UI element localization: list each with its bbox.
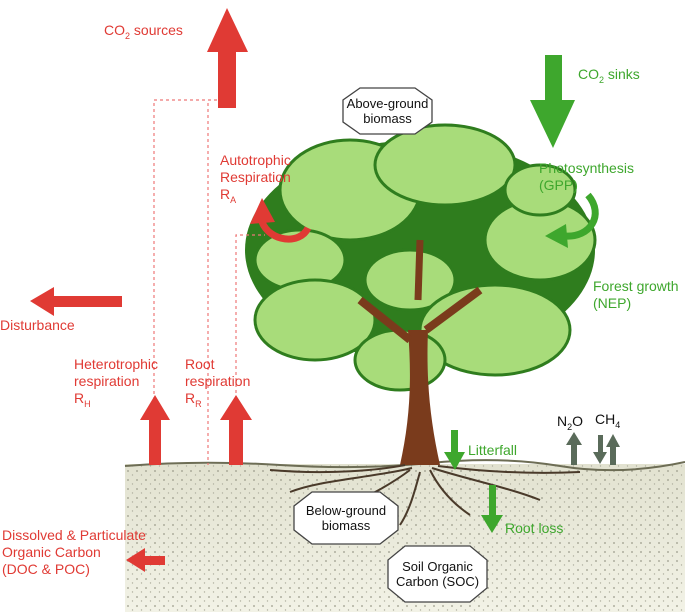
ch4-label: CH4 — [595, 411, 621, 430]
root-loss-arrow — [481, 485, 503, 533]
litterfall-label: Litterfall — [468, 442, 518, 458]
litterfall-arrow — [444, 430, 465, 470]
root-respiration-arrow — [220, 395, 252, 465]
ch4-arrows — [593, 434, 620, 465]
n2o-label: N2O — [557, 413, 584, 432]
photosynthesis-label: Photosynthesis(GPP) — [539, 160, 634, 193]
photosynthesis-arrow — [545, 192, 599, 248]
tree-trunk — [357, 239, 483, 465]
co2-sinks-arrow — [530, 55, 575, 148]
below-ground-octagon — [293, 491, 399, 545]
disturbance-label: Disturbance — [0, 317, 75, 333]
soc-octagon — [387, 545, 488, 603]
dashed-connectors — [153, 99, 265, 465]
tree-roots — [269, 464, 581, 526]
co2-sources-arrow — [207, 8, 248, 108]
disturbance-arrow — [30, 287, 122, 316]
above-ground-octagon — [342, 87, 433, 135]
heterotrophic-arrow — [140, 395, 170, 465]
soil-layer — [124, 459, 685, 612]
root-loss-label: Root loss — [505, 520, 564, 536]
co2-sources-label: CO2 sources — [104, 22, 183, 41]
n2o-arrow — [566, 432, 582, 465]
co2-sinks-label: CO2 sinks — [578, 66, 640, 85]
doc-poc-arrow — [126, 548, 165, 572]
forest-growth-label: Forest growth(NEP) — [593, 278, 679, 311]
autotrophic-arrow — [250, 198, 312, 243]
